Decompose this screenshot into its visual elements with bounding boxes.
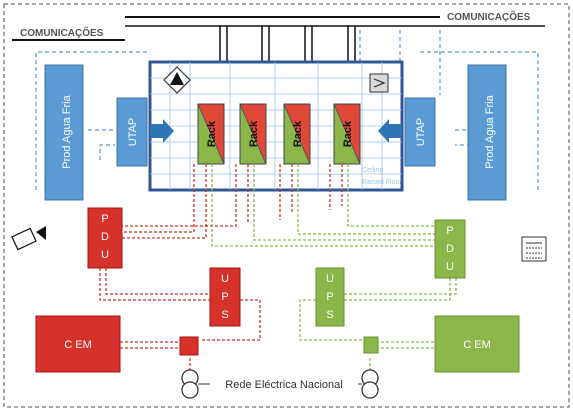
utap-right: UTAP [404, 97, 436, 167]
airflow-arrow-left-icon [150, 119, 174, 143]
cem-right-label: C EM [463, 339, 491, 351]
rack-2: Rack [239, 103, 267, 165]
cem-left: C EM [35, 315, 121, 373]
sensor-icon [369, 73, 389, 93]
transformer-left-icon [181, 369, 199, 399]
airflow-arrow-right-icon [378, 119, 402, 143]
green-power-lines [211, 164, 457, 370]
chiller-left: Prod Agua Fria [44, 64, 84, 201]
grid-label: Rede Eléctrica Nacional [225, 379, 342, 391]
chiller-right: Prod Agua Fria [467, 64, 507, 201]
transfer-switch-right [363, 336, 379, 354]
chiller-left-label: Prod Agua Fria [61, 94, 73, 168]
transfer-switch-left [179, 336, 199, 356]
warning-triangle-icon [163, 66, 191, 94]
rack-4: Rack [333, 103, 361, 165]
grid-label-bg [210, 376, 358, 392]
red-power-lines [99, 164, 343, 370]
cem-right: C EM [434, 315, 520, 373]
cem-left-label: C EM [64, 339, 92, 351]
rack-4-label: Rack [342, 120, 354, 147]
rack-1: Rack [197, 103, 225, 165]
rack-2-label: Rack [248, 120, 260, 147]
utap-left: UTAP [116, 97, 148, 167]
rack-3: Rack [283, 103, 311, 165]
utap-left-label: UTAP [127, 118, 139, 147]
camera-icon [11, 226, 46, 251]
keypad-icon [521, 236, 547, 262]
utap-right-label: UTAP [415, 118, 427, 147]
floor-note: Ceiling [362, 167, 384, 174]
comms-label-left: COMUNICAÇÕES [20, 26, 104, 39]
rack-3-label: Rack [292, 120, 304, 147]
floor-note-2: Raised Floor [362, 179, 402, 186]
rack-1-label: Rack [206, 120, 218, 147]
outer-frame [3, 3, 570, 408]
chiller-right-label: Prod Agua Fria [484, 94, 496, 168]
transformer-right-icon [361, 369, 379, 399]
comms-label-top: COMUNICAÇÕES [447, 10, 531, 23]
